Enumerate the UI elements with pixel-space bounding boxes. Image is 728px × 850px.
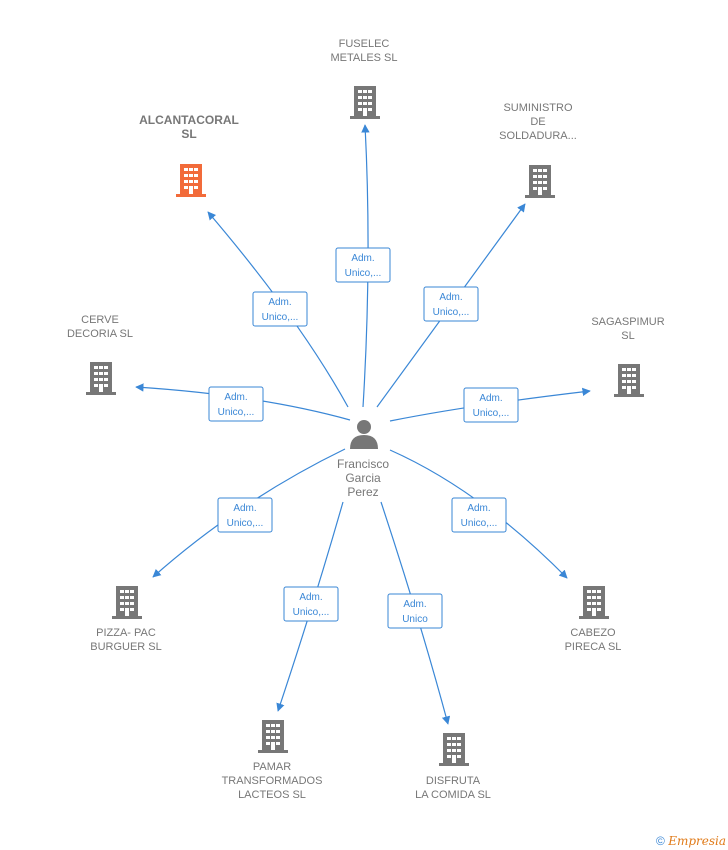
company-name: PAMAR xyxy=(253,761,291,773)
company-node-disfruta[interactable]: DISFRUTA LA COMIDA SL xyxy=(415,733,491,801)
role-text: Adm. xyxy=(439,292,462,303)
company-node-fuselec[interactable]: FUSELEC METALES SL xyxy=(330,38,398,119)
company-name: LACTEOS SL xyxy=(238,789,306,801)
building-icon xyxy=(525,165,555,198)
role-badge-frame xyxy=(423,286,479,322)
company-name: LA COMIDA SL xyxy=(415,789,491,801)
role-text: Adm. xyxy=(467,503,490,514)
role-text: Unico,... xyxy=(262,312,299,323)
company-node-cerve[interactable]: CERVE DECORIA SL xyxy=(67,314,133,395)
company-node-suministro[interactable]: SUMINISTRO DE SOLDADURA... xyxy=(499,102,577,198)
role-badge-frame xyxy=(335,247,391,283)
role-badge-sagaspimur[interactable]: Adm. Unico,... xyxy=(463,387,519,423)
company-node-pizza[interactable]: PIZZA- PAC BURGUER SL xyxy=(90,586,162,653)
role-text: Adm. xyxy=(479,393,502,404)
copyright-symbol: © xyxy=(656,834,665,848)
role-badge-frame xyxy=(463,387,519,423)
role-text: Unico xyxy=(402,614,428,625)
role-badge-cerve[interactable]: Adm. Unico,... xyxy=(208,386,264,422)
role-badge-frame xyxy=(283,586,339,622)
role-badge-fuselec[interactable]: Adm. Unico,... xyxy=(335,247,391,283)
role-badge-suministro[interactable]: Adm. Unico,... xyxy=(423,286,479,322)
building-icon xyxy=(112,586,142,619)
company-name: DISFRUTA xyxy=(426,775,481,787)
person-name: Francisco xyxy=(337,457,389,471)
company-name: PIRECA SL xyxy=(565,641,622,653)
company-name: SUMINISTRO xyxy=(503,102,573,114)
building-icon xyxy=(350,86,380,119)
company-name: DE xyxy=(530,116,545,128)
nodes-layer: FUSELEC METALES SL SUMINISTRO DE SOLDADURA..… xyxy=(67,38,665,801)
company-node-pamar[interactable]: PAMAR TRANSFORMADOS LACTEOS SL xyxy=(222,720,323,801)
company-name: PIZZA- PAC xyxy=(96,627,156,639)
company-name: METALES SL xyxy=(330,52,397,64)
person-icon xyxy=(350,420,378,449)
brand-logo[interactable]: Empresia xyxy=(668,834,726,848)
building-icon xyxy=(86,362,116,395)
building-icon xyxy=(579,586,609,619)
role-badge-frame xyxy=(208,386,264,422)
role-text: Unico,... xyxy=(227,518,264,529)
role-badge-frame xyxy=(217,497,273,533)
company-name: SOLDADURA... xyxy=(499,130,577,142)
role-text: Adm. xyxy=(299,592,322,603)
role-badge-pizza[interactable]: Adm. Unico,... xyxy=(217,497,273,533)
role-text: Unico,... xyxy=(461,518,498,529)
footer: © Empresia xyxy=(656,834,726,848)
company-name: SL xyxy=(181,127,196,141)
building-icon xyxy=(258,720,288,753)
role-text: Unico,... xyxy=(433,307,470,318)
building-icon xyxy=(439,733,469,766)
company-name: BURGUER SL xyxy=(90,641,162,653)
role-text: Unico,... xyxy=(218,407,255,418)
person-name: Perez xyxy=(347,485,378,499)
company-name: TRANSFORMADOS xyxy=(222,775,323,787)
role-badge-frame xyxy=(451,497,507,533)
role-badge-alcantacoral[interactable]: Adm. Unico,... xyxy=(252,291,308,327)
building-icon xyxy=(176,164,206,197)
company-name: FUSELEC xyxy=(339,38,390,50)
role-text: Unico,... xyxy=(473,408,510,419)
company-node-cabezo[interactable]: CABEZO PIRECA SL xyxy=(565,586,622,653)
role-badge-cabezo[interactable]: Adm. Unico,... xyxy=(451,497,507,533)
role-text: Unico,... xyxy=(345,268,382,279)
role-text: Adm. xyxy=(233,503,256,514)
role-badge-disfruta[interactable]: Adm. Unico xyxy=(387,593,443,629)
role-text: Adm. xyxy=(224,392,247,403)
role-text: Adm. xyxy=(403,599,426,610)
company-name: SAGASPIMUR xyxy=(591,316,664,328)
company-name: CABEZO xyxy=(570,627,616,639)
company-name: CERVE xyxy=(81,314,119,326)
role-text: Unico,... xyxy=(293,607,330,618)
building-icon xyxy=(614,364,644,397)
person-name: Garcia xyxy=(345,471,381,485)
role-badge-pamar[interactable]: Adm. Unico,... xyxy=(283,586,339,622)
role-text: Adm. xyxy=(268,297,291,308)
company-name: SL xyxy=(621,330,634,342)
role-text: Adm. xyxy=(351,253,374,264)
company-node-sagaspimur[interactable]: SAGASPIMUR SL xyxy=(591,316,665,397)
company-name: ALCANTACORAL xyxy=(139,113,239,127)
role-badge-frame xyxy=(387,593,443,629)
edges-layer: Adm.Unico,...Adm.Unico,...Adm.Unico,...A… xyxy=(135,124,591,725)
company-name: DECORIA SL xyxy=(67,328,133,340)
role-badge-frame xyxy=(252,291,308,327)
